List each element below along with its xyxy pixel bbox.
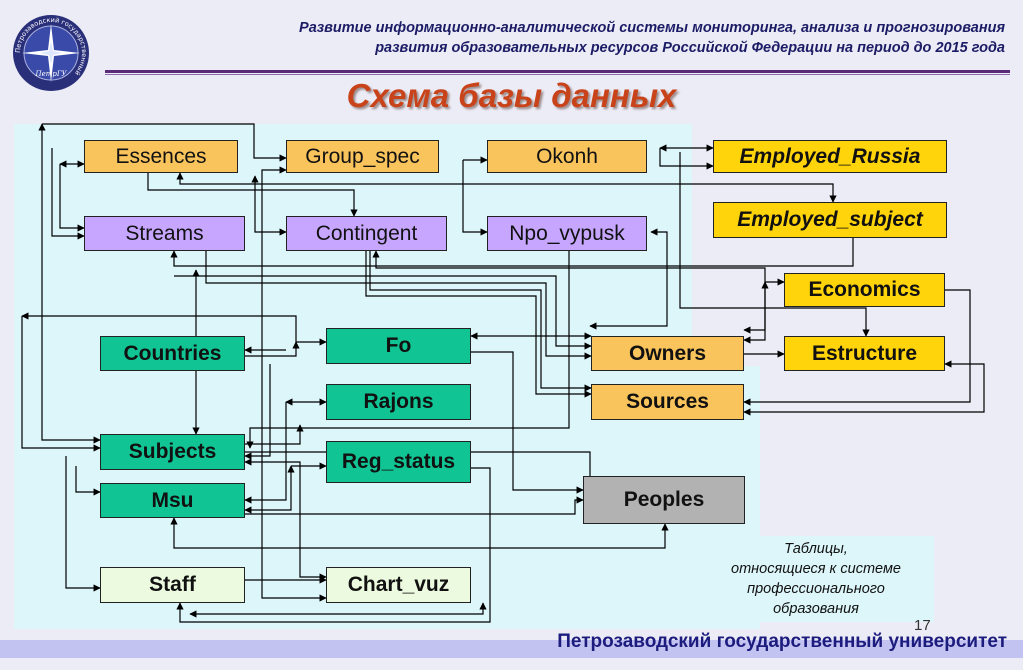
relationship-line [245,424,304,445]
relationship-line [176,172,837,203]
footer-bar [0,640,1023,658]
table-group-spec[interactable]: Group_spec [286,140,439,173]
relationship-line [176,467,491,623]
table-npo-vypusk[interactable]: Npo_vypusk [487,216,647,251]
table-msu[interactable]: Msu [100,483,245,518]
footer-university: Петрозаводский государственный университ… [557,631,1007,652]
table-chart-vuz[interactable]: Chart_vuz [326,567,471,603]
legend-note-line-1: Таблицы, [784,541,848,557]
table-contingent[interactable]: Contingent [286,216,447,251]
table-okonh[interactable]: Okonh [487,140,647,173]
relationship-line [462,160,488,236]
table-employed-subject[interactable]: Employed_subject [713,202,947,238]
university-logo: Петрозаводский государственный ПетрГУ [12,14,90,92]
header-line-1: Развитие информационно-аналитической сис… [299,20,1005,36]
table-sources[interactable]: Sources [591,384,744,420]
legend-note-line-4: образования [773,601,859,617]
table-subjects[interactable]: Subjects [100,434,245,470]
relationship-line [245,496,584,515]
header-divider-thin [105,74,1010,75]
relationship-line [59,164,85,232]
relationship-line [244,364,271,460]
relationship-line [244,465,295,514]
relationship-line [75,466,101,496]
relationship-line [21,312,327,346]
legend-note: Таблицы, относящиеся к системе профессио… [698,536,934,622]
relationship-line [170,517,669,549]
table-fo[interactable]: Fo [326,328,471,364]
table-reg-status[interactable]: Reg_status [326,441,471,483]
table-estructure[interactable]: Estructure [784,336,945,371]
table-employed-russia[interactable]: Employed_Russia [713,140,947,173]
slide-title: Схема базы данных [346,77,677,114]
relationship-line [147,173,358,217]
table-essences[interactable]: Essences [84,140,238,173]
header-divider [105,70,1010,73]
relationship-line [245,341,300,357]
table-streams[interactable]: Streams [84,216,245,251]
relationship-line [244,402,287,504]
table-peoples[interactable]: Peoples [583,476,745,524]
legend-note-line-3: профессионального [747,581,885,597]
relationship-line [42,123,287,162]
relationship-line [365,251,592,398]
relationship-line [65,456,101,592]
relationship-line [743,360,985,416]
relationship-line [743,281,769,344]
relationship-line [251,175,287,236]
relationship-line [51,148,85,240]
header-line-2: развития образовательных ресурсов Россий… [375,40,1005,56]
relationship-line [369,251,592,392]
relationship-line [471,351,584,494]
logo-center-text: ПетрГУ [34,70,67,78]
table-owners[interactable]: Owners [591,336,744,371]
relationship-line [679,152,870,337]
relationship-line [261,166,287,250]
legend-note-line-2: относящиеся к системе [731,561,901,577]
relationship-line [21,316,101,452]
relationship-line [659,148,714,170]
relationship-line [189,602,487,618]
table-economics[interactable]: Economics [784,273,945,307]
star-emblem-icon [22,24,80,82]
page-number: 17 [914,617,931,634]
relationship-line [38,123,101,444]
table-countries[interactable]: Countries [100,336,245,371]
table-staff[interactable]: Staff [100,567,245,603]
relationship-line [261,250,327,602]
table-rajons[interactable]: Rajons [326,384,471,420]
